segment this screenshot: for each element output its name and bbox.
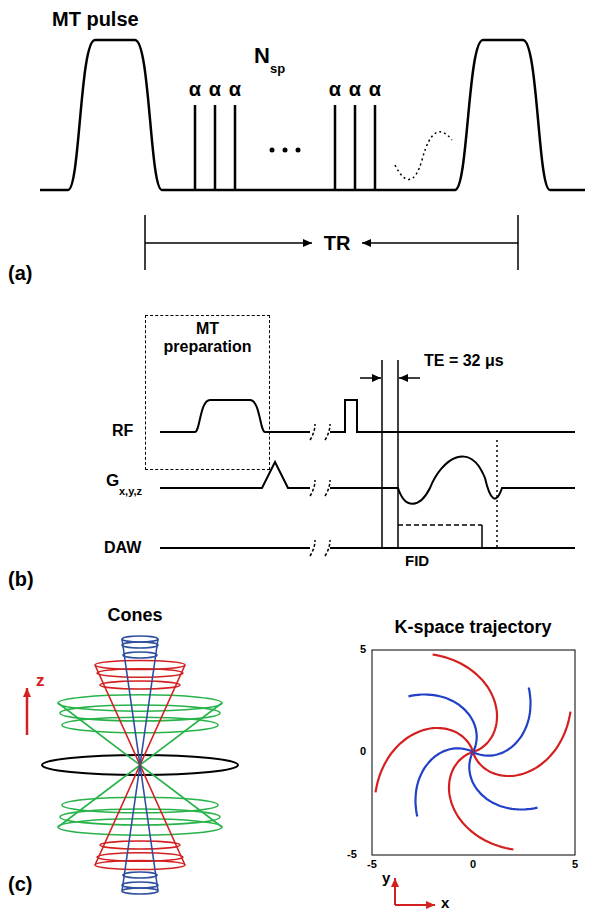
rf-line [160,400,310,432]
cone-ring [58,695,222,711]
alpha-pulse [214,105,217,190]
cone-ring [122,642,158,648]
tick-label: 5 [360,643,366,655]
cone-ring [122,882,158,888]
section-title: MT preparation [146,316,269,361]
axis-label: z [36,672,45,691]
cone-edge [122,765,158,891]
arrow [362,242,518,244]
x-axis-arrow [395,904,435,906]
spiral-arm [473,712,571,776]
tr-dimension [145,215,518,270]
cone-ring [60,809,220,825]
rf-line [330,400,575,432]
cone-ring [122,888,158,894]
marker-line [397,360,399,548]
cone-ring [95,861,185,870]
cone-ring [123,872,157,878]
axis-label: x [441,895,449,912]
panel-label: (c) [8,873,32,895]
arrow [360,377,381,379]
dashed-section-box: MT preparation [145,315,270,470]
ellipsis-dots [270,148,301,153]
tr-label: TR [324,232,351,254]
symbol: N [254,44,270,68]
signal-label: FID [405,553,429,570]
channel-label: DAW [104,539,141,557]
alpha-pulse [334,105,337,190]
acquisition-window [398,524,482,526]
cone-ring [95,661,185,670]
spiral-arm [416,748,474,816]
spoiler-gradient [395,132,452,180]
panel-label: (a) [8,262,32,284]
tick-label: -5 [347,848,357,860]
xy-axes [395,878,435,905]
kspace-spirals [376,655,571,850]
marker-line [381,360,383,548]
subscript: sp [270,62,285,76]
channel-label: RF [112,422,133,440]
cone-edge [95,665,185,765]
flip-angle: α [189,78,201,100]
acquisition-end [481,525,483,548]
spiral-arm [473,688,531,756]
flip-angle: α [329,78,341,100]
axis-label: y [382,870,390,887]
arrow [399,377,420,379]
z-axis-arrow [26,688,29,735]
tick-label: 0 [470,858,476,870]
sequence-lines [160,400,575,556]
alpha-pulses [195,105,375,190]
flip-angle: α [349,78,361,100]
te-markers [360,360,497,548]
figure-title: Cones [107,606,162,626]
daw-line [160,547,575,549]
y-axis-arrow [394,878,396,905]
cone-edge [58,703,222,765]
cone-ring [100,681,180,689]
gradient-line [160,462,310,488]
dot [270,148,275,153]
mt-pulse-waveform [40,40,585,190]
figure-title: K-space trajectory [394,618,551,638]
spiral-arm [469,752,537,810]
alpha-pulse [234,105,237,190]
flip-angle: α [229,78,241,100]
pulse-label: MT pulse [52,8,139,30]
alpha-pulse [194,105,197,190]
cone-ring [100,841,180,849]
cone-ring [60,705,220,721]
spiral-arm [409,695,477,753]
cone-edge [95,765,185,865]
channel-label: G [106,472,119,491]
flip-angle: α [369,78,381,100]
cones-figure [42,636,238,894]
cone-ring [58,819,222,835]
panel-label: (b) [8,568,34,590]
subscript: x,y,z [119,485,142,497]
cone-ring [123,652,157,658]
tick-label: -5 [367,858,377,870]
dot [296,148,301,153]
dotted-line [496,440,498,548]
cone-edge [122,639,158,765]
flip-angle: α [209,78,221,100]
tick-label: 5 [572,858,578,870]
alpha-pulse [374,105,377,190]
gradient-line [330,456,575,503]
arrow [145,242,312,244]
plot-frame [372,650,575,855]
cone-edge [58,765,222,827]
break-mark [310,424,330,556]
alpha-pulse [354,105,357,190]
dot [283,148,288,153]
tick-label: 0 [360,745,366,757]
te-label: TE = 32 μs [424,352,504,370]
cone-ring [122,636,158,642]
